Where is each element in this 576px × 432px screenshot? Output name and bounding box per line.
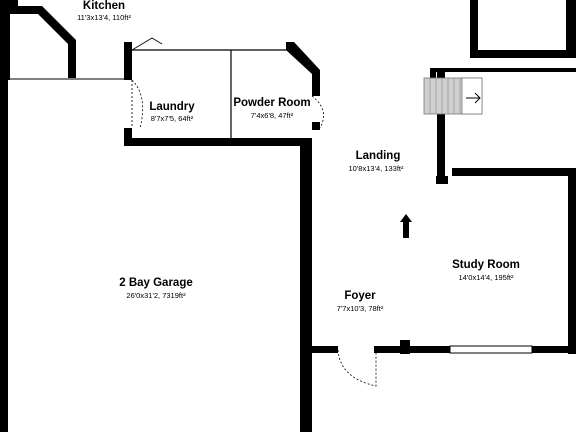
study-room-name: Study Room [452, 259, 520, 271]
powder-room-dims: 7'4x6'8, 47ft² [251, 111, 294, 120]
kitchen-walls [0, 0, 76, 432]
foyer-wall-bottom-left [312, 346, 338, 353]
landing-dims: 10'8x13'4, 133ft² [349, 164, 404, 173]
staircase [423, 77, 483, 115]
garage-wall-right [300, 138, 312, 432]
powder-room-wall-stub [312, 122, 320, 130]
stairwell-wall-foot [436, 176, 448, 184]
laundry-wall-left-top [124, 42, 132, 80]
stairwell-wall-top [430, 68, 576, 78]
kitchen-wall-left [0, 0, 76, 78]
arrow-right-icon [466, 92, 481, 104]
study-room-wall-bottom [532, 346, 576, 353]
garage-dims: 26'0x31'2, 7319ft² [126, 291, 186, 300]
foyer-wall-bottom-right [374, 346, 450, 353]
kitchen-dims: 11'3x13'4, 110ft² [77, 13, 131, 22]
upper-right-wall-edge [566, 0, 576, 58]
laundry-side-door [131, 79, 144, 129]
garage-name: 2 Bay Garage [119, 277, 193, 289]
powder-room-name: Powder Room [233, 97, 310, 109]
laundry-wall-left-bottom [124, 128, 132, 146]
foyer-name: Foyer [344, 290, 376, 302]
entrance-arrow-icon [400, 214, 412, 238]
landing-name: Landing [356, 150, 401, 162]
kitchen-name: Kitchen [83, 0, 125, 12]
powder-room-door [311, 95, 324, 129]
laundry-top-door [131, 37, 163, 51]
study-room-wall-top [452, 168, 576, 176]
study-room-dims: 14'0x14'4, 195ft² [459, 273, 514, 282]
foyer-dims: 7'7x10'3, 78ft² [337, 304, 384, 313]
upper-right-wall [470, 0, 576, 58]
foyer-study-post [400, 340, 410, 354]
foyer-entry-door [337, 349, 377, 387]
study-room-window [449, 345, 533, 354]
garage-wall-left [0, 76, 8, 432]
study-room-wall-right [568, 168, 576, 354]
laundry-wall-bottom [124, 138, 312, 146]
laundry-name: Laundry [149, 101, 195, 113]
powder-room-wall-angle [286, 42, 320, 96]
laundry-dims: 8'7x7'5, 64ft² [151, 114, 194, 123]
laundry-walls [124, 42, 312, 146]
kitchen-wall-corner [0, 70, 10, 80]
stairwell-wall-right [437, 70, 445, 180]
